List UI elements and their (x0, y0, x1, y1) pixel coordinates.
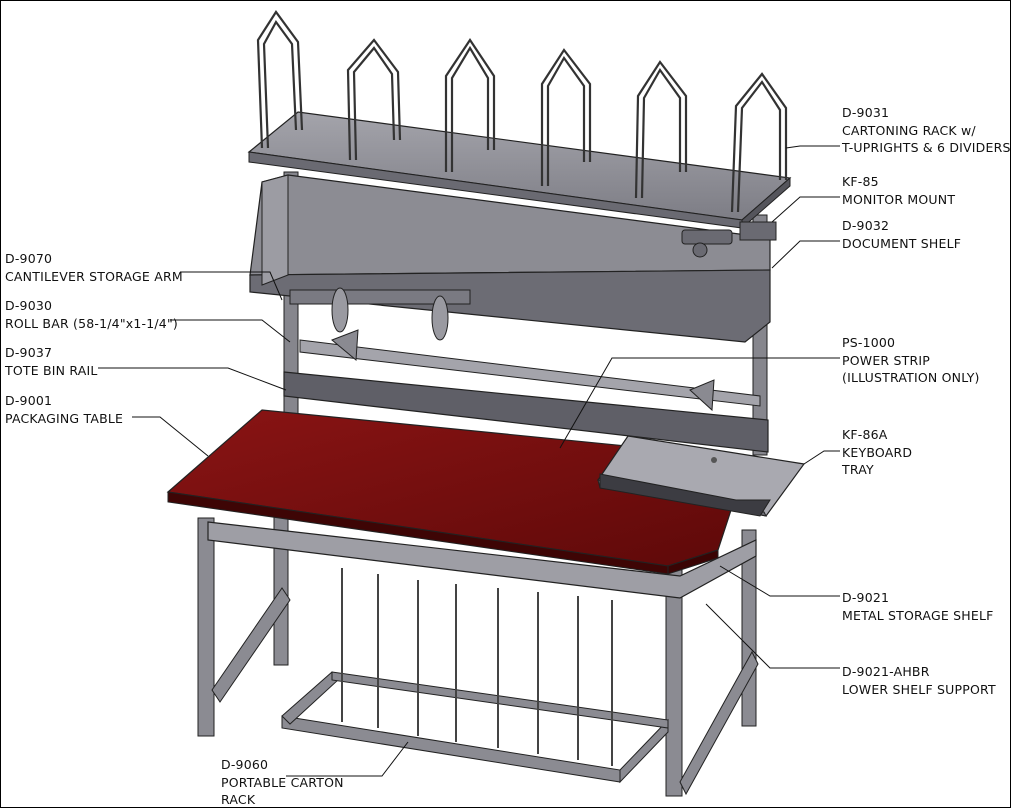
label-line: (ILLUSTRATION ONLY) (842, 370, 980, 385)
monitor-mount (681, 221, 777, 258)
label-code: D-9031 (842, 105, 890, 120)
label-line: CARTONING RACK w/ (842, 122, 976, 138)
label-code: PS-1000 (842, 335, 896, 350)
label-storage-shelf: D-9021 METAL STORAGE SHELF (842, 589, 994, 624)
label-line: LOWER SHELF SUPPORT (842, 681, 996, 697)
label-cartoning-rack: D-9031 CARTONING RACK w/ T-UPRIGHTS & 6 … (842, 104, 1011, 157)
label-code: D-9070 (5, 251, 53, 266)
label-line: MONITOR MOUNT (842, 191, 956, 207)
packaging-tabletop (166, 409, 749, 575)
label-line: T-UPRIGHTS & 6 DIVIDERS (842, 140, 1011, 155)
label-code: D-9021 (842, 590, 890, 605)
label-code: D-9030 (5, 298, 53, 313)
label-line: KEYBOARD (842, 444, 913, 460)
label-code: D-9001 (5, 393, 53, 408)
label-packaging-table: D-9001 PACKAGING TABLE (5, 392, 123, 427)
label-tote-bin-rail: D-9037 TOTE BIN RAIL (5, 344, 98, 379)
cartoning-rack (247, 10, 792, 230)
label-lower-shelf-support: D-9021-AHBR LOWER SHELF SUPPORT (842, 663, 996, 698)
keyboard-tray (597, 435, 806, 517)
label-cantilever-arm: D-9070 CANTILEVER STORAGE ARM (5, 250, 183, 285)
metal-storage-shelf (207, 521, 757, 599)
label-code: KF-86A (842, 427, 888, 442)
label-code: D-9021-AHBR (842, 664, 930, 679)
label-monitor-mount: KF-85 MONITOR MOUNT (842, 173, 955, 208)
label-carton-rack: D-9060 PORTABLE CARTON RACK (221, 756, 344, 809)
label-line: PACKAGING TABLE (5, 410, 124, 426)
cantilever-roll (289, 287, 761, 412)
label-line: PORTABLE CARTON (221, 774, 344, 790)
label-line: ROLL BAR (58-1/4"x1-1/4") (5, 315, 178, 331)
tote-bin-rail (283, 371, 769, 453)
label-line: DOCUMENT SHELF (842, 235, 962, 251)
carton-rack-bars (341, 568, 613, 766)
label-roll-bar: D-9030 ROLL BAR (58-1/4"x1-1/4") (5, 297, 178, 332)
label-keyboard-tray: KF-86A KEYBOARD TRAY (842, 426, 912, 479)
label-document-shelf: D-9032 DOCUMENT SHELF (842, 217, 961, 252)
label-code: KF-85 (842, 174, 879, 189)
leader-lines (98, 145, 840, 777)
label-code: D-9037 (5, 345, 53, 360)
label-line: METAL STORAGE SHELF (842, 607, 994, 623)
label-line: RACK (221, 792, 256, 807)
document-shelf (249, 174, 771, 343)
base-frame (197, 504, 759, 797)
label-power-strip: PS-1000 POWER STRIP (ILLUSTRATION ONLY) (842, 334, 980, 387)
label-code: D-9060 (221, 757, 269, 772)
label-line: POWER STRIP (842, 352, 930, 368)
label-line: CANTILEVER STORAGE ARM (5, 268, 183, 284)
label-code: D-9032 (842, 218, 890, 233)
label-line: TRAY (842, 462, 874, 477)
label-line: TOTE BIN RAIL (5, 362, 98, 378)
